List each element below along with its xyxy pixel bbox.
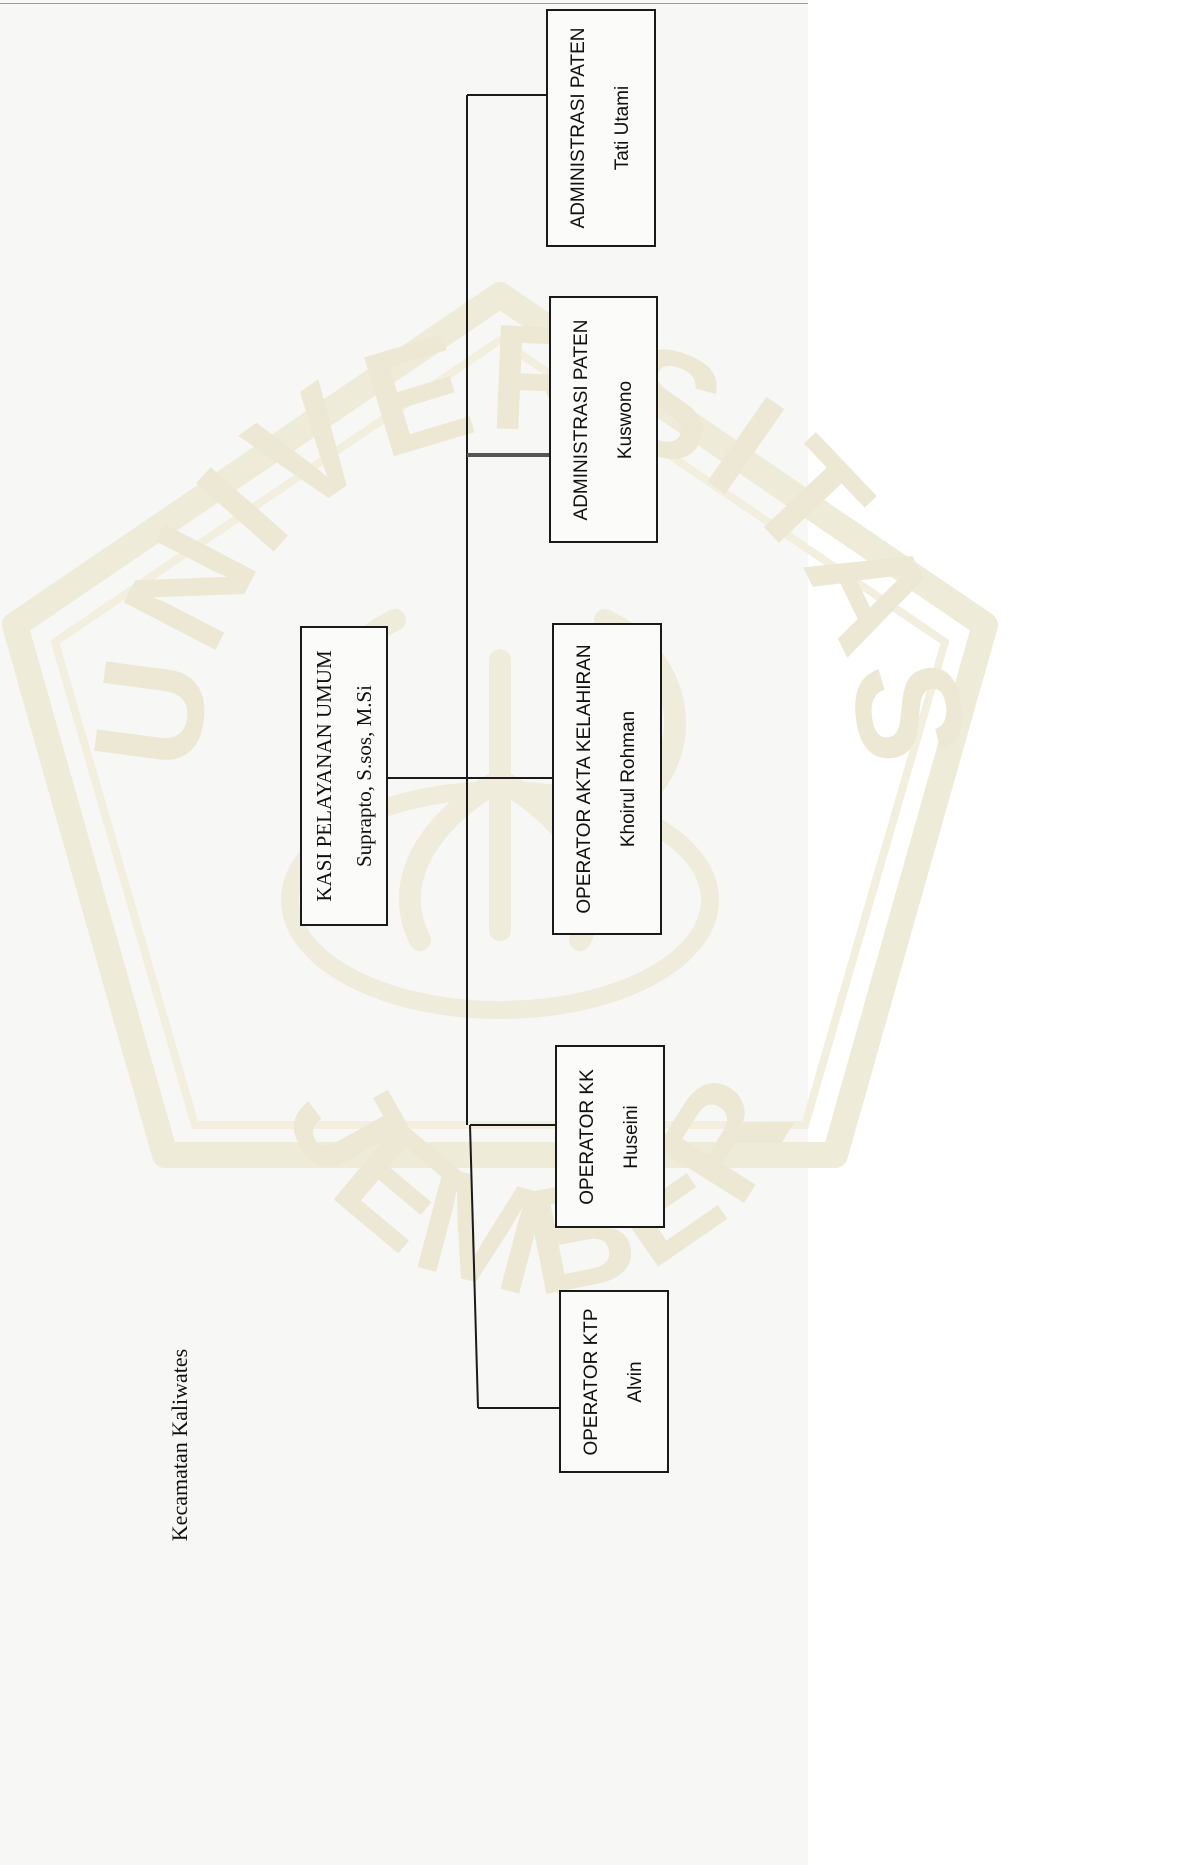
org-box-tati-utami: ADMINISTRASI PATEN Tati Utami xyxy=(546,9,656,247)
head-title: KASI PELAYANAN UMUM xyxy=(312,650,336,902)
org-box-huseini: OPERATOR KK Huseini xyxy=(555,1045,665,1228)
paper-sheet xyxy=(0,0,808,1865)
top-rule-line xyxy=(0,3,808,4)
staff-title: OPERATOR KTP xyxy=(581,1307,602,1456)
org-box-head: KASI PELAYANAN UMUM Suprapto, S.sos, M.S… xyxy=(300,626,388,926)
location-text: Kecamatan Kaliwates xyxy=(167,1348,192,1542)
head-name: Suprapto, S.sos, M.Si xyxy=(352,684,376,868)
staff-name: Khoirul Rohman xyxy=(618,710,639,848)
location-label: Kecamatan Kaliwates xyxy=(160,1345,200,1545)
staff-name: Tati Utami xyxy=(612,85,633,171)
staff-name: Kuswono xyxy=(614,380,636,459)
org-box-khoirul-rohman: OPERATOR AKTA KELAHIRAN Khoirul Rohman xyxy=(552,623,662,935)
staff-title: OPERATOR KK xyxy=(577,1068,598,1205)
org-box-kuswono: ADMINISTRASI PATEN Kuswono xyxy=(549,296,658,543)
staff-title: OPERATOR AKTA KELAHIRAN xyxy=(574,644,595,914)
staff-name: Alvin xyxy=(625,1360,646,1403)
staff-title: ADMINISTRASI PATEN xyxy=(568,27,589,229)
staff-name: Huseini xyxy=(621,1104,642,1169)
org-box-alvin: OPERATOR KTP Alvin xyxy=(559,1290,669,1473)
staff-title: ADMINISTRASI PATEN xyxy=(570,319,592,520)
